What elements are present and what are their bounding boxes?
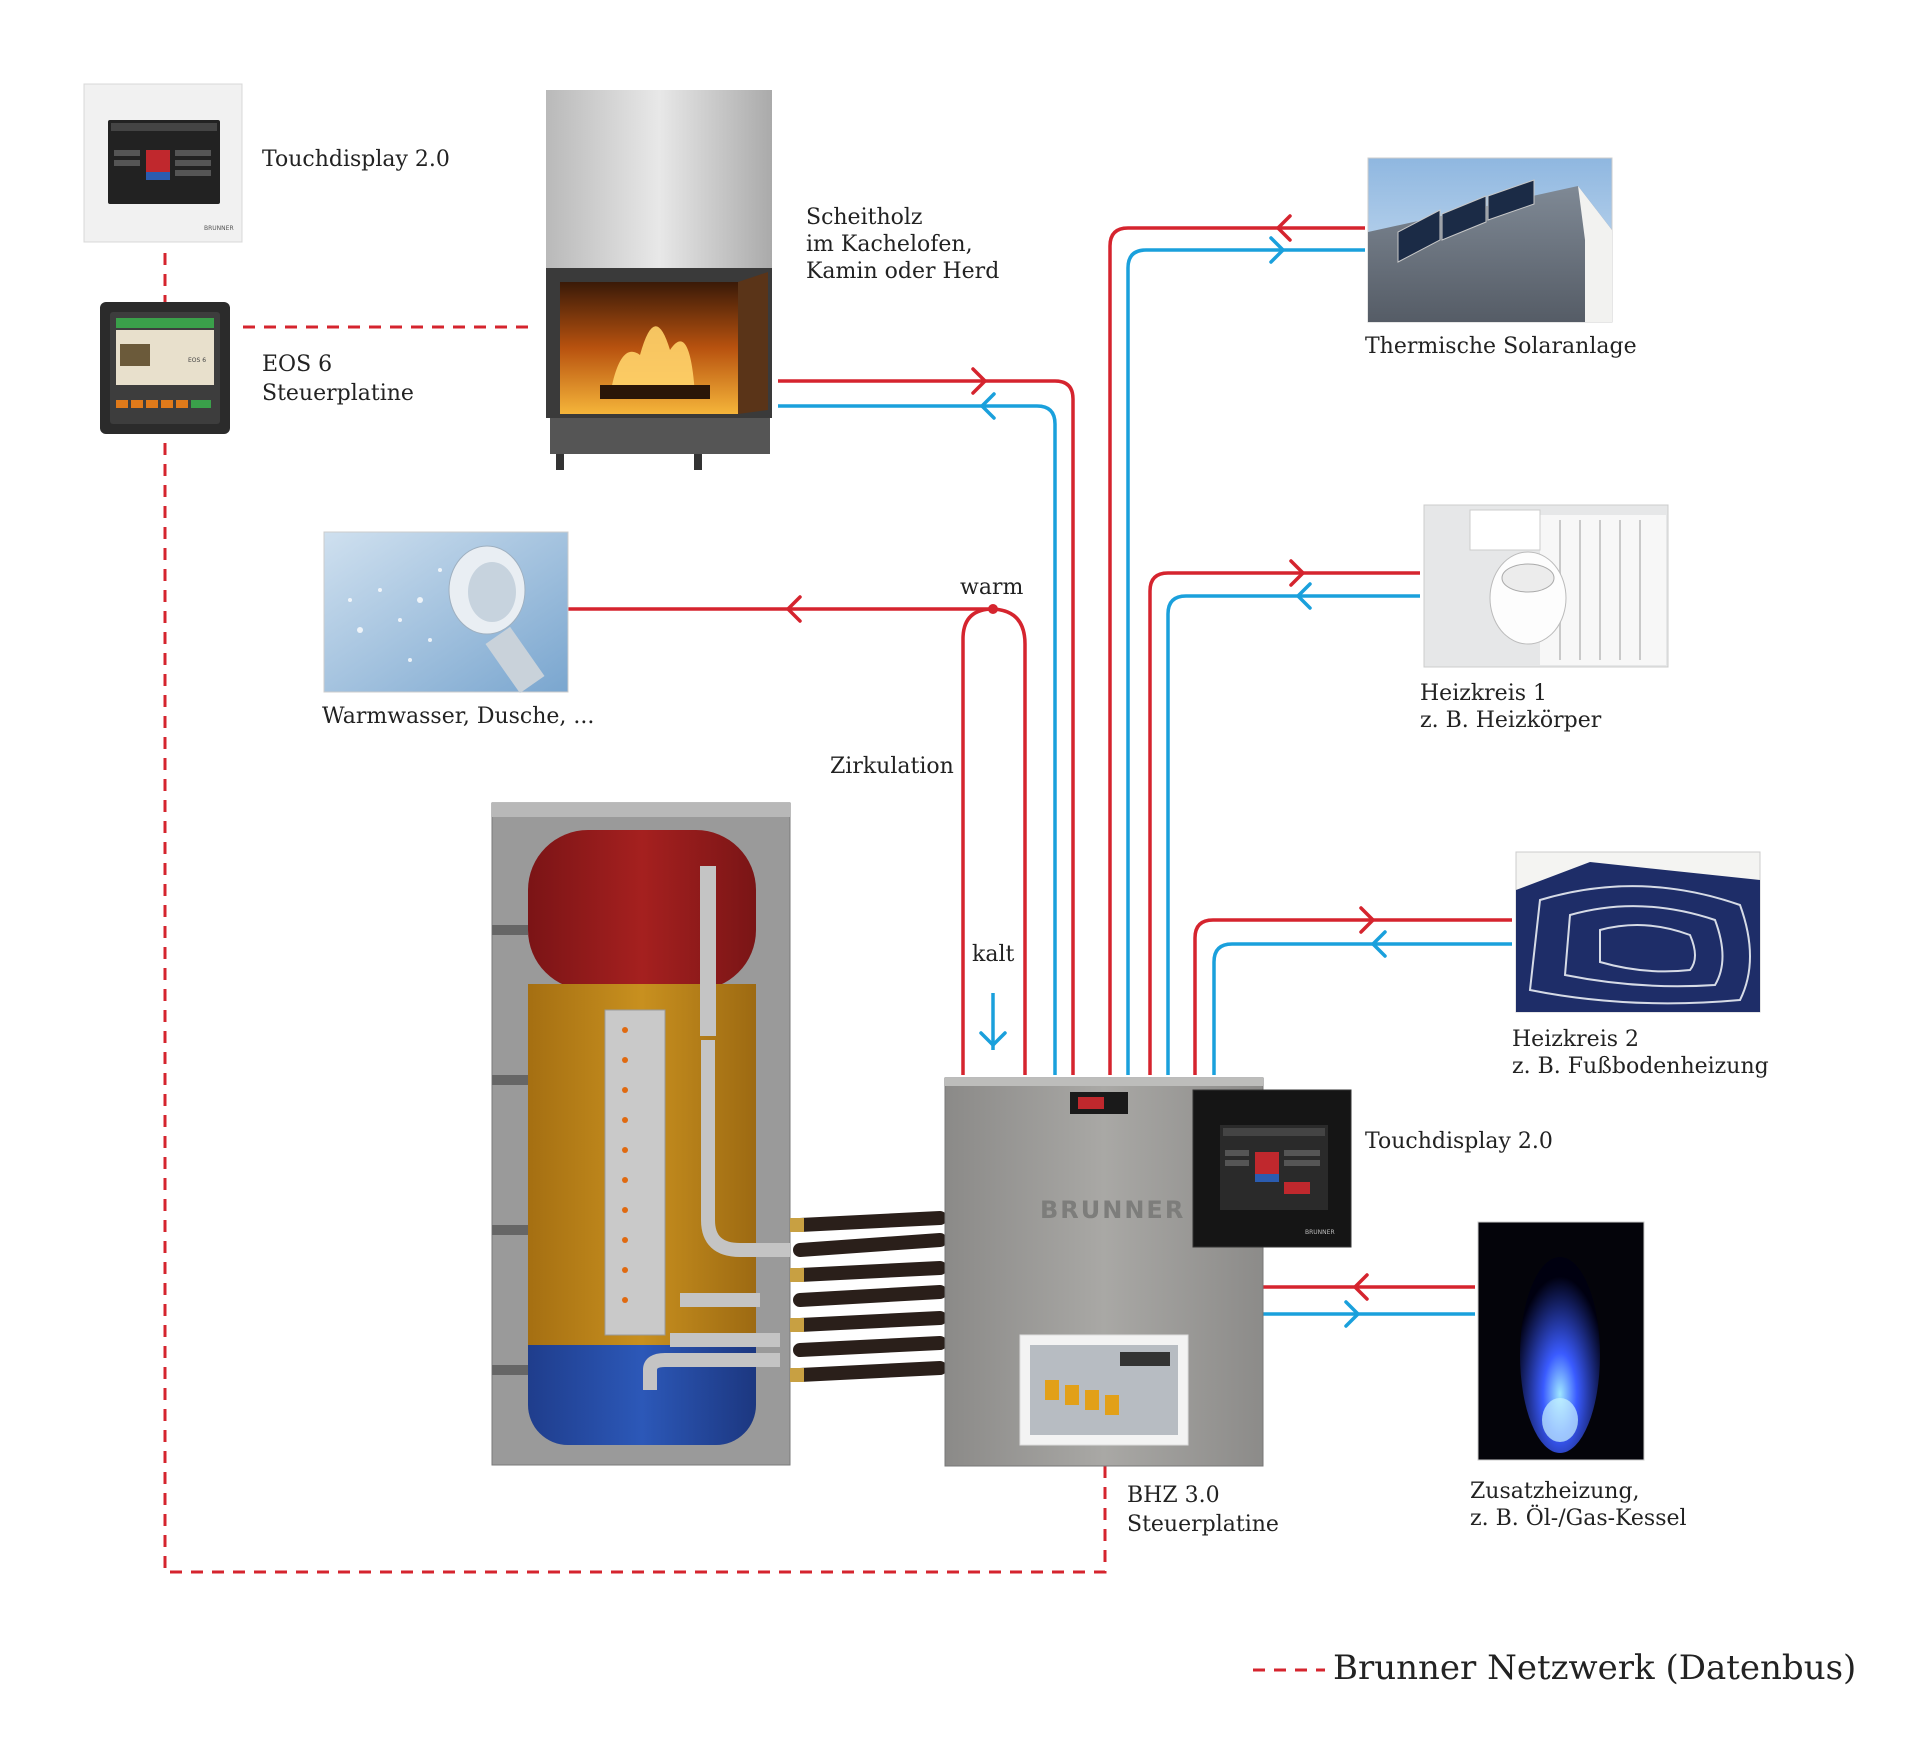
arrow-zusatz-hot	[1353, 1273, 1369, 1301]
touchdisplay-black-brand: BRUNNER	[1305, 1229, 1335, 1236]
label-scheitholz-line1: Scheitholz	[806, 205, 923, 230]
flame-image	[1477, 1221, 1645, 1461]
arrow-hk2-hot	[1359, 906, 1375, 934]
label-bhz-line2: Steuerplatine	[1127, 1512, 1279, 1537]
radiator-image	[1423, 504, 1669, 668]
label-solar: Thermische Solaranlage	[1365, 334, 1637, 359]
arrow-fireplace-hot	[971, 367, 987, 395]
pipe-fireplace-hot	[778, 379, 1075, 1075]
label-eos6-line2: Steuerplatine	[262, 381, 414, 406]
arrow-zusatz-cold	[1344, 1300, 1360, 1328]
pipe-zirkulation	[961, 607, 994, 1075]
pipe-solar-cold	[1126, 248, 1365, 1075]
label-warm: warm	[960, 575, 1024, 600]
pipe-fireplace-cold	[778, 404, 1057, 1075]
touchdisplay-white: BRUNNER	[83, 83, 243, 243]
label-heizkreis1-line2: z. B. Heizkörper	[1420, 708, 1602, 733]
arrow-solar-cold	[1269, 236, 1285, 264]
arrow-hk2-cold	[1371, 930, 1387, 958]
fireplace	[546, 90, 772, 470]
pipes	[568, 226, 1512, 1316]
eos6-chip-label: EOS 6	[188, 357, 206, 364]
pipe-solar-hot	[1108, 226, 1365, 1075]
pipe-hk2-cold	[1212, 942, 1512, 1075]
label-heizkreis2-line1: Heizkreis 2	[1512, 1027, 1640, 1052]
legend-label: Brunner Netzwerk (Datenbus)	[1333, 1648, 1857, 1688]
touchdisplay-white-brand: BRUNNER	[204, 225, 234, 232]
shower-image	[323, 531, 569, 694]
label-heizkreis1-line1: Heizkreis 1	[1420, 681, 1548, 706]
pipe-hk1-hot	[1148, 571, 1420, 1075]
pipe-junction-dot	[988, 604, 998, 614]
solar-image	[1367, 157, 1613, 323]
label-zusatz-line1: Zusatzheizung,	[1470, 1479, 1640, 1504]
bhz-brand-logo: BRUNNER	[1040, 1196, 1185, 1224]
pipe-hk2-hot	[1193, 918, 1512, 1075]
label-warmwasser: Warmwasser, Dusche, ...	[322, 704, 595, 729]
arrow-hk1-cold	[1296, 582, 1312, 610]
flow-arrows	[786, 214, 1387, 1328]
connection-hoses	[793, 1211, 947, 1382]
label-scheitholz-line2: im Kachelofen,	[806, 232, 973, 257]
label-bhz-line1: BHZ 3.0	[1127, 1483, 1220, 1508]
label-touchdisplay-top: Touchdisplay 2.0	[262, 147, 450, 172]
hose-fittings	[790, 1218, 804, 1382]
label-touchdisplay-right: Touchdisplay 2.0	[1365, 1129, 1553, 1154]
label-zusatz-line2: z. B. Öl-/Gas-Kessel	[1470, 1506, 1687, 1531]
label-scheitholz-line3: Kamin oder Herd	[806, 259, 1000, 284]
arrow-warm	[786, 595, 802, 623]
arrow-hk1-hot	[1289, 559, 1305, 587]
pipe-hk1-cold	[1166, 594, 1420, 1075]
arrow-fireplace-cold	[980, 392, 996, 420]
label-zirkulation: Zirkulation	[830, 754, 954, 779]
label-heizkreis2-line2: z. B. Fußbodenheizung	[1512, 1054, 1769, 1079]
touchdisplay-black: BRUNNER	[1192, 1089, 1352, 1248]
eos6-board: EOS 6	[100, 302, 230, 434]
arrow-kalt	[979, 1031, 1007, 1047]
label-eos6-line1: EOS 6	[262, 352, 333, 377]
label-kalt: kalt	[972, 942, 1015, 967]
floor-heating-image	[1515, 851, 1761, 1013]
buffer-tank	[491, 802, 791, 1466]
arrow-solar-hot	[1276, 214, 1292, 242]
